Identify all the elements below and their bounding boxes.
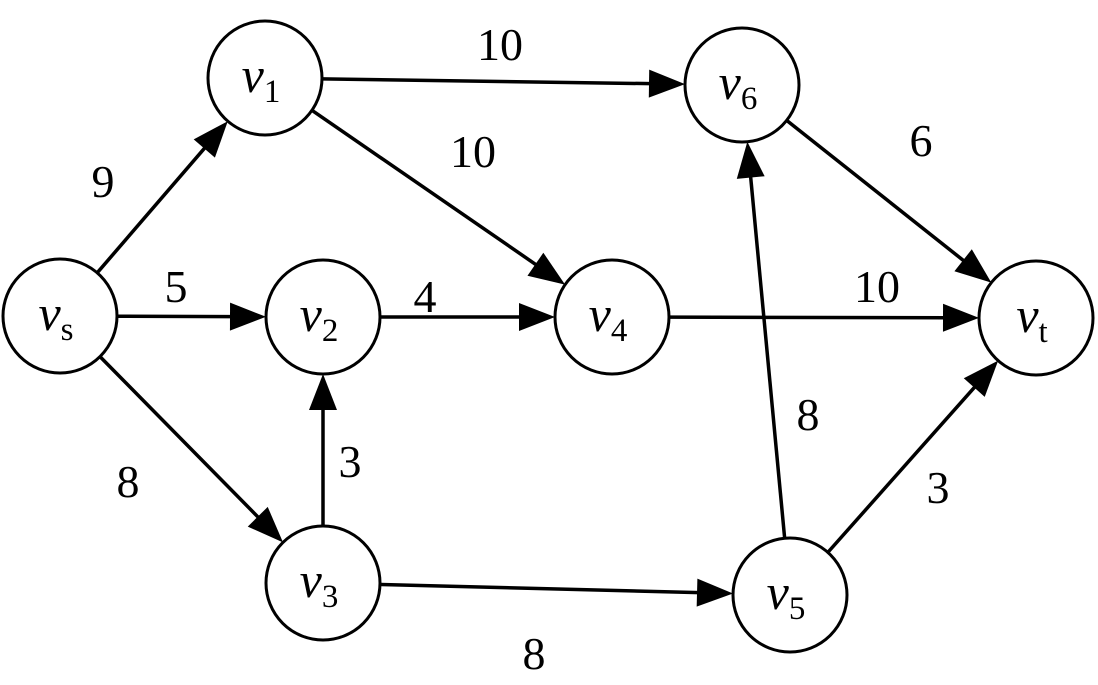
edge-v2-v4: 4 [380,271,555,331]
edge-weight-label: 4 [414,271,437,322]
node-circle [977,259,1095,377]
node-circle [206,19,324,137]
edge-weight-label: 10 [450,126,496,177]
edge-weight-label: 8 [117,456,140,507]
node-label-letter: v [719,54,742,110]
arrowhead-icon [247,506,284,543]
node-label-letter: v [300,286,323,342]
edge-v5-v6: 8 [736,141,820,539]
edge-vs-v2: 5 [116,261,267,331]
edge-line [379,582,700,595]
node-v3: v3 [264,524,382,642]
edge-layer: 9 5 8 10 10 4 3 8 10 8 3 6 [92,19,999,679]
node-label-subscript: t [1039,314,1048,350]
node-label-subscript: 4 [611,313,628,349]
node-label: v3 [300,552,339,615]
arrowhead-icon [193,121,228,158]
edge-line [668,315,946,320]
node-label-subscript: s [61,312,74,348]
edge-vs-v3: 8 [98,355,284,543]
arrowhead-icon [648,69,686,98]
node-label-letter: v [38,285,61,341]
edge-line [321,77,652,86]
arrowhead-icon [736,141,765,179]
edge-v6-vt: 6 [785,115,992,283]
edge-line [98,355,261,520]
edge-weight-label: 6 [910,115,933,166]
node-label: v5 [767,564,806,627]
node-label-subscript: 6 [741,81,758,117]
edge-v1-v6: 10 [321,19,686,98]
edge-weight-label: 3 [927,462,950,513]
edge-weight-label: 10 [854,261,900,312]
node-label: v2 [300,286,339,349]
node-circle [731,536,849,654]
arrowhead-icon [229,302,267,331]
node-label: v1 [242,47,281,110]
node-label-subscript: 5 [789,591,806,627]
node-v6: v6 [683,26,801,144]
node-label-letter: v [300,552,323,608]
edge-line [785,119,966,263]
node-circle [1,257,119,375]
node-circle [683,26,801,144]
node-v2: v2 [264,258,382,376]
node-label-letter: v [242,47,265,103]
node-circle [264,524,382,642]
edge-v3-v5: 8 [379,578,734,679]
edge-weight-label: 3 [339,436,362,487]
arrowhead-icon [696,578,734,607]
node-v5: v5 [731,536,849,654]
node-label-subscript: 1 [264,74,281,110]
edge-v5-vt: 3 [826,360,999,554]
node-circle [264,258,382,376]
node-v4: v4 [553,258,671,376]
arrowhead-icon [527,252,566,285]
edge-line [95,145,207,274]
node-label: vt [1016,287,1047,350]
node-vt: vt [977,259,1095,377]
node-vs: vs [1,257,119,375]
edge-weight-label: 10 [477,19,523,70]
edge-weight-label: 5 [165,261,188,312]
node-label-letter: v [589,286,612,342]
edge-weight-label: 8 [797,389,820,440]
node-label-letter: v [1016,287,1039,343]
node-label-subscript: 2 [322,313,339,349]
edge-v4-vt: 10 [668,261,980,332]
edge-vs-v1: 9 [92,121,228,274]
node-label: v6 [719,54,758,117]
edge-v1-v4: 10 [310,108,566,285]
node-label: v4 [589,286,628,349]
arrowhead-icon [942,303,980,332]
node-label-subscript: 3 [322,579,339,615]
node-v1: v1 [206,19,324,137]
edge-v3-v2: 3 [309,374,362,526]
node-circle [553,258,671,376]
edge-line [748,175,787,539]
arrowhead-icon [963,360,999,397]
arrowhead-icon [954,249,992,283]
arrowhead-icon [309,374,337,410]
edge-line [826,384,977,554]
node-label: vs [38,285,73,348]
node-label-letter: v [767,564,790,620]
edge-weight-label: 8 [523,628,546,679]
edge-line [310,108,539,267]
arrowhead-icon [519,303,555,331]
edge-weight-label: 9 [92,156,115,207]
